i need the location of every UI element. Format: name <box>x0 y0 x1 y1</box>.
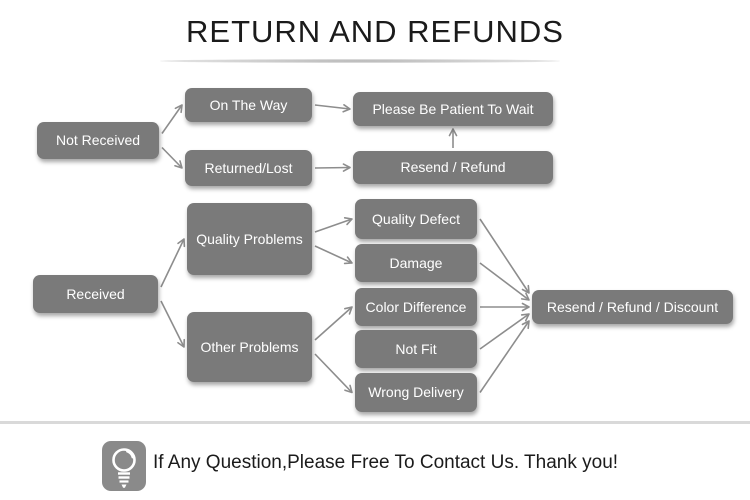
node-please-be-patient: Please Be Patient To Wait <box>353 92 553 126</box>
node-quality-problems: Quality Problems <box>187 203 312 275</box>
footer: If Any Question,Please Free To Contact U… <box>102 441 618 491</box>
node-wrong-delivery: Wrong Delivery <box>355 373 477 412</box>
footer-divider <box>0 421 750 424</box>
node-other-problems: Other Problems <box>187 312 312 382</box>
light-bulb-glyph <box>112 448 136 488</box>
node-resend-refund: Resend / Refund <box>353 151 553 184</box>
node-received: Received <box>33 275 158 313</box>
node-returned-lost: Returned/Lost <box>185 150 312 186</box>
page-title: RETURN AND REFUNDS <box>186 14 564 49</box>
node-on-the-way: On The Way <box>185 88 312 122</box>
light-bulb-icon <box>102 441 146 491</box>
node-color-difference: Color Difference <box>355 288 477 326</box>
node-not-fit: Not Fit <box>355 330 477 368</box>
node-damage: Damage <box>355 244 477 282</box>
footer-message: If Any Question,Please Free To Contact U… <box>153 452 619 473</box>
node-not-received: Not Received <box>37 122 159 159</box>
title-underline <box>160 59 560 63</box>
node-resend-refund-discount: Resend / Refund / Discount <box>532 290 733 324</box>
node-quality-defect: Quality Defect <box>355 199 477 239</box>
